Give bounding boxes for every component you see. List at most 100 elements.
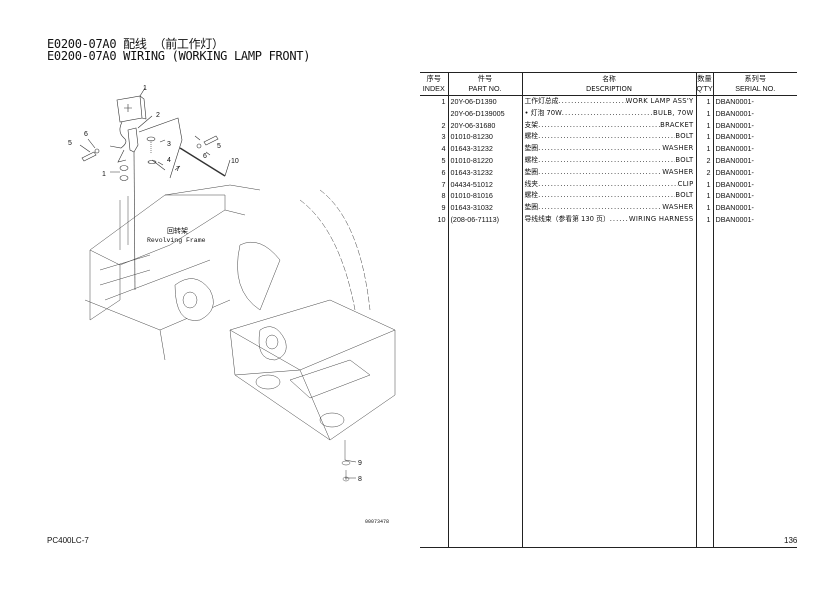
cell-serial: DBAN0001-: [715, 120, 754, 130]
cell-serial: DBAN0001-: [715, 132, 754, 142]
callout-1b: 1: [102, 171, 106, 178]
cell-part-no: 04434-51012: [448, 178, 523, 191]
cell-description: 垫圈 WASHER: [522, 202, 697, 214]
cell-index: 3: [420, 131, 449, 144]
cell-index: 6: [420, 166, 449, 179]
cell-serial: DBAN0001-: [715, 97, 754, 106]
callout-1: 1: [143, 85, 147, 92]
description-zh: 螺栓: [524, 155, 539, 164]
callout-8: 8: [358, 476, 362, 483]
cell-index: 1: [420, 95, 449, 108]
cell-part-no: 01643-31232: [448, 166, 523, 179]
cell-qty: 1: [696, 107, 714, 120]
description-zh: 导线线束（参看第 130 页）: [524, 214, 610, 223]
cell-qty: 1: [696, 178, 714, 191]
cell-index: 7: [420, 178, 449, 191]
cell-description: 导线线束（参看第 130 页）WIRING HARNESS: [522, 213, 697, 226]
cell-serial: DBAN0001-: [715, 179, 754, 189]
cell-serial: DBAN0001-: [715, 203, 754, 213]
description-en: WORK LAMP ASS'Y: [625, 97, 694, 105]
cell-qty: 1: [696, 143, 714, 155]
table-blank-area: [420, 225, 797, 549]
page-number: 136: [784, 536, 798, 545]
description-zh: 螺栓: [524, 191, 539, 200]
cell-description: 螺栓 BOLT: [522, 190, 697, 203]
cell-qty: 1: [696, 190, 714, 203]
description-zh: 垫圈: [524, 167, 539, 176]
cell-part-no: 20Y-06-D1390: [448, 95, 523, 108]
frame-label-en: Revolving Frame: [147, 237, 206, 244]
cell-serial: DBAN0001-: [715, 144, 754, 154]
title-chinese: E0200-07A0 配线 （前工作灯）: [47, 37, 224, 51]
cell-qty: 1: [696, 95, 714, 108]
description-en: BOLT: [675, 132, 694, 141]
callout-5b: 5: [217, 143, 221, 150]
cell-serial: DBAN0001-: [715, 155, 754, 165]
cell-description: • 灯泡 70W BULB, 70W: [522, 107, 697, 120]
description-en: BULB, 70W: [653, 108, 694, 117]
cell-part-no: (208-06-71113): [448, 213, 523, 226]
callout-6: 6: [84, 131, 88, 138]
cell-description: 支架BRACKET: [522, 119, 697, 132]
callout-5: 5: [68, 140, 72, 147]
cell-description: 垫圈WASHER: [522, 166, 697, 179]
description-zh: 螺栓: [524, 132, 539, 141]
cell-serial: DBAN0001-: [715, 108, 754, 118]
frame-label-zh: 回转架: [167, 226, 188, 235]
callout-7: 7: [176, 166, 180, 173]
cell-index: 4: [420, 143, 449, 155]
cell-serial: DBAN0001-: [715, 214, 754, 224]
description-zh: 工作灯总成: [524, 97, 559, 105]
cell-qty: 1: [696, 119, 714, 132]
table-row: 10(208-06-71113)导线线束（参看第 130 页）WIRING HA…: [420, 213, 797, 226]
cell-index: 2: [420, 119, 449, 132]
description-en: WASHER: [662, 144, 694, 153]
description-zh: 垫圈: [524, 144, 539, 153]
cell-description: 垫圈 WASHER: [522, 143, 697, 155]
work-lamp-drawing: [109, 95, 147, 149]
description-zh: • 灯泡 70W: [524, 108, 562, 117]
cell-part-no: 01643-31232: [448, 143, 523, 155]
table-row: 20Y-06-D139005• 灯泡 70WBULB, 70W1DBAN0001…: [420, 107, 797, 120]
cell-part-no: 01010-81016: [448, 190, 523, 203]
cell-part-no: 01010-81230: [448, 131, 523, 144]
cell-index: 10: [420, 213, 449, 226]
cell-serial: DBAN0001-: [715, 191, 754, 201]
parts-diagram: 1 2 3 4 5 6 5 6 7 10 1 9 8 回转架 Revolving…: [68, 85, 396, 483]
revolving-frame-drawing: [84, 184, 396, 482]
callout-4: 4: [167, 157, 171, 164]
cell-description: 线夹CLIP: [522, 178, 697, 191]
cell-description: 工作灯总成 WORK LAMP ASS'Y: [522, 95, 697, 108]
description-en: WASHER: [662, 203, 694, 212]
callout-numbers: 1 2 3 4 5 6 5 6 7 10 1 9 8 回转架 Revolving…: [68, 85, 362, 483]
description-en: BRACKET: [660, 120, 694, 129]
cell-index: 9: [420, 202, 449, 214]
cell-qty: 2: [696, 166, 714, 179]
callout-3: 3: [167, 141, 171, 148]
description-en: BOLT: [675, 155, 694, 164]
cell-part-no: 20Y-06-31680: [448, 119, 523, 132]
title-english: E0200-07A0 WIRING (WORKING LAMP FRONT): [47, 49, 311, 63]
cell-qty: 2: [696, 154, 714, 167]
drawing-number: 00073478: [365, 519, 390, 525]
description-en: BOLT: [675, 191, 694, 200]
cell-index: 8: [420, 190, 449, 203]
callout-10: 10: [231, 158, 239, 165]
cell-qty: 1: [696, 202, 714, 214]
cell-qty: 1: [696, 131, 714, 144]
description-en: CLIP: [677, 179, 694, 188]
cell-part-no: 01010-81220: [448, 154, 523, 167]
cell-description: 螺栓 BOLT: [522, 131, 697, 144]
description-zh: 垫圈: [524, 203, 539, 212]
